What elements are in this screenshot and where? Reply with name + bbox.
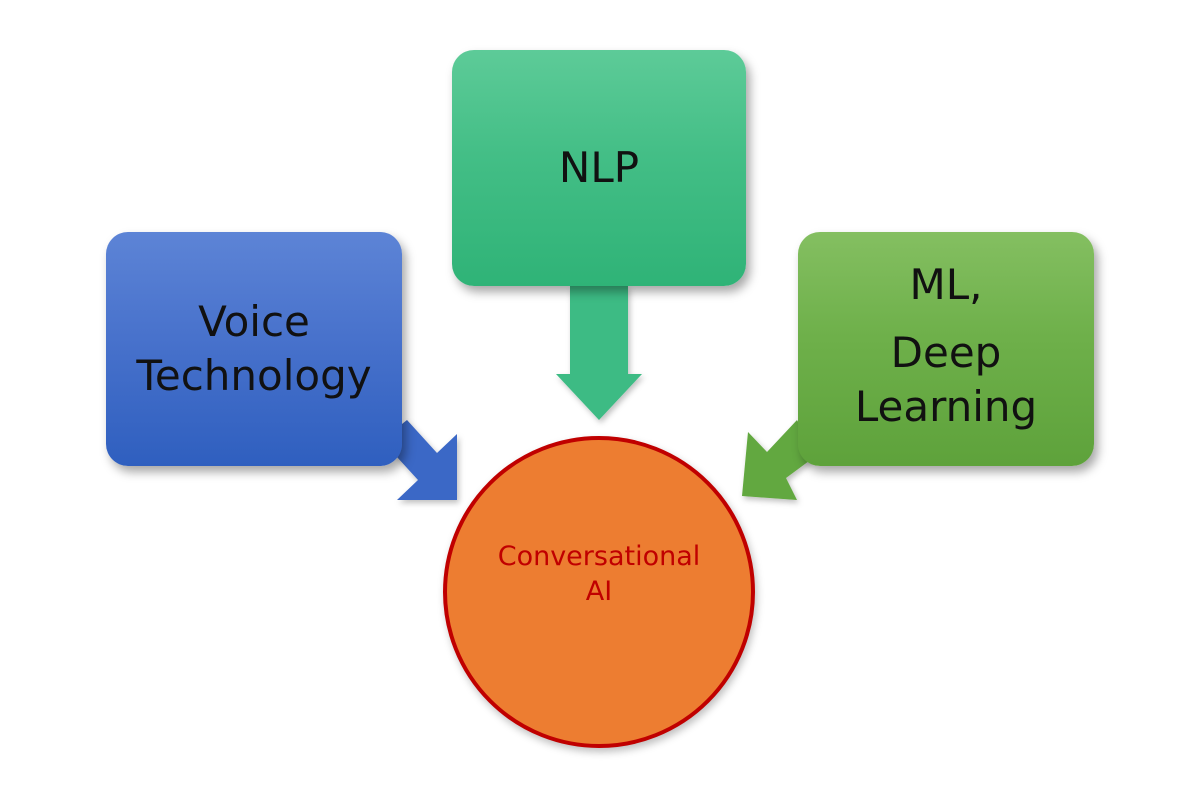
nlp-to-center-arrow xyxy=(556,286,642,420)
ml-to-center-arrow xyxy=(742,420,832,500)
ml-label-line-1: ML, xyxy=(909,260,983,309)
nlp-box: NLP xyxy=(452,50,746,286)
ml-deep-learning-box: ML, Deep Learning xyxy=(798,232,1094,466)
nlp-label: NLP xyxy=(558,143,640,193)
ml-label-line-2: Deep xyxy=(890,327,1002,377)
conversational-ai-circle: Conversational AI xyxy=(443,436,755,748)
voice-technology-label-line-2: Technology xyxy=(136,351,372,400)
ml-label-line-3: Learning xyxy=(854,381,1038,431)
conversational-ai-label-line-2: AI xyxy=(585,576,613,607)
voice-technology-label-line-1: Voice xyxy=(198,297,310,347)
conversational-ai-label-line-1: Conversational xyxy=(497,540,701,572)
voice-technology-box: Voice Technology xyxy=(106,232,402,466)
